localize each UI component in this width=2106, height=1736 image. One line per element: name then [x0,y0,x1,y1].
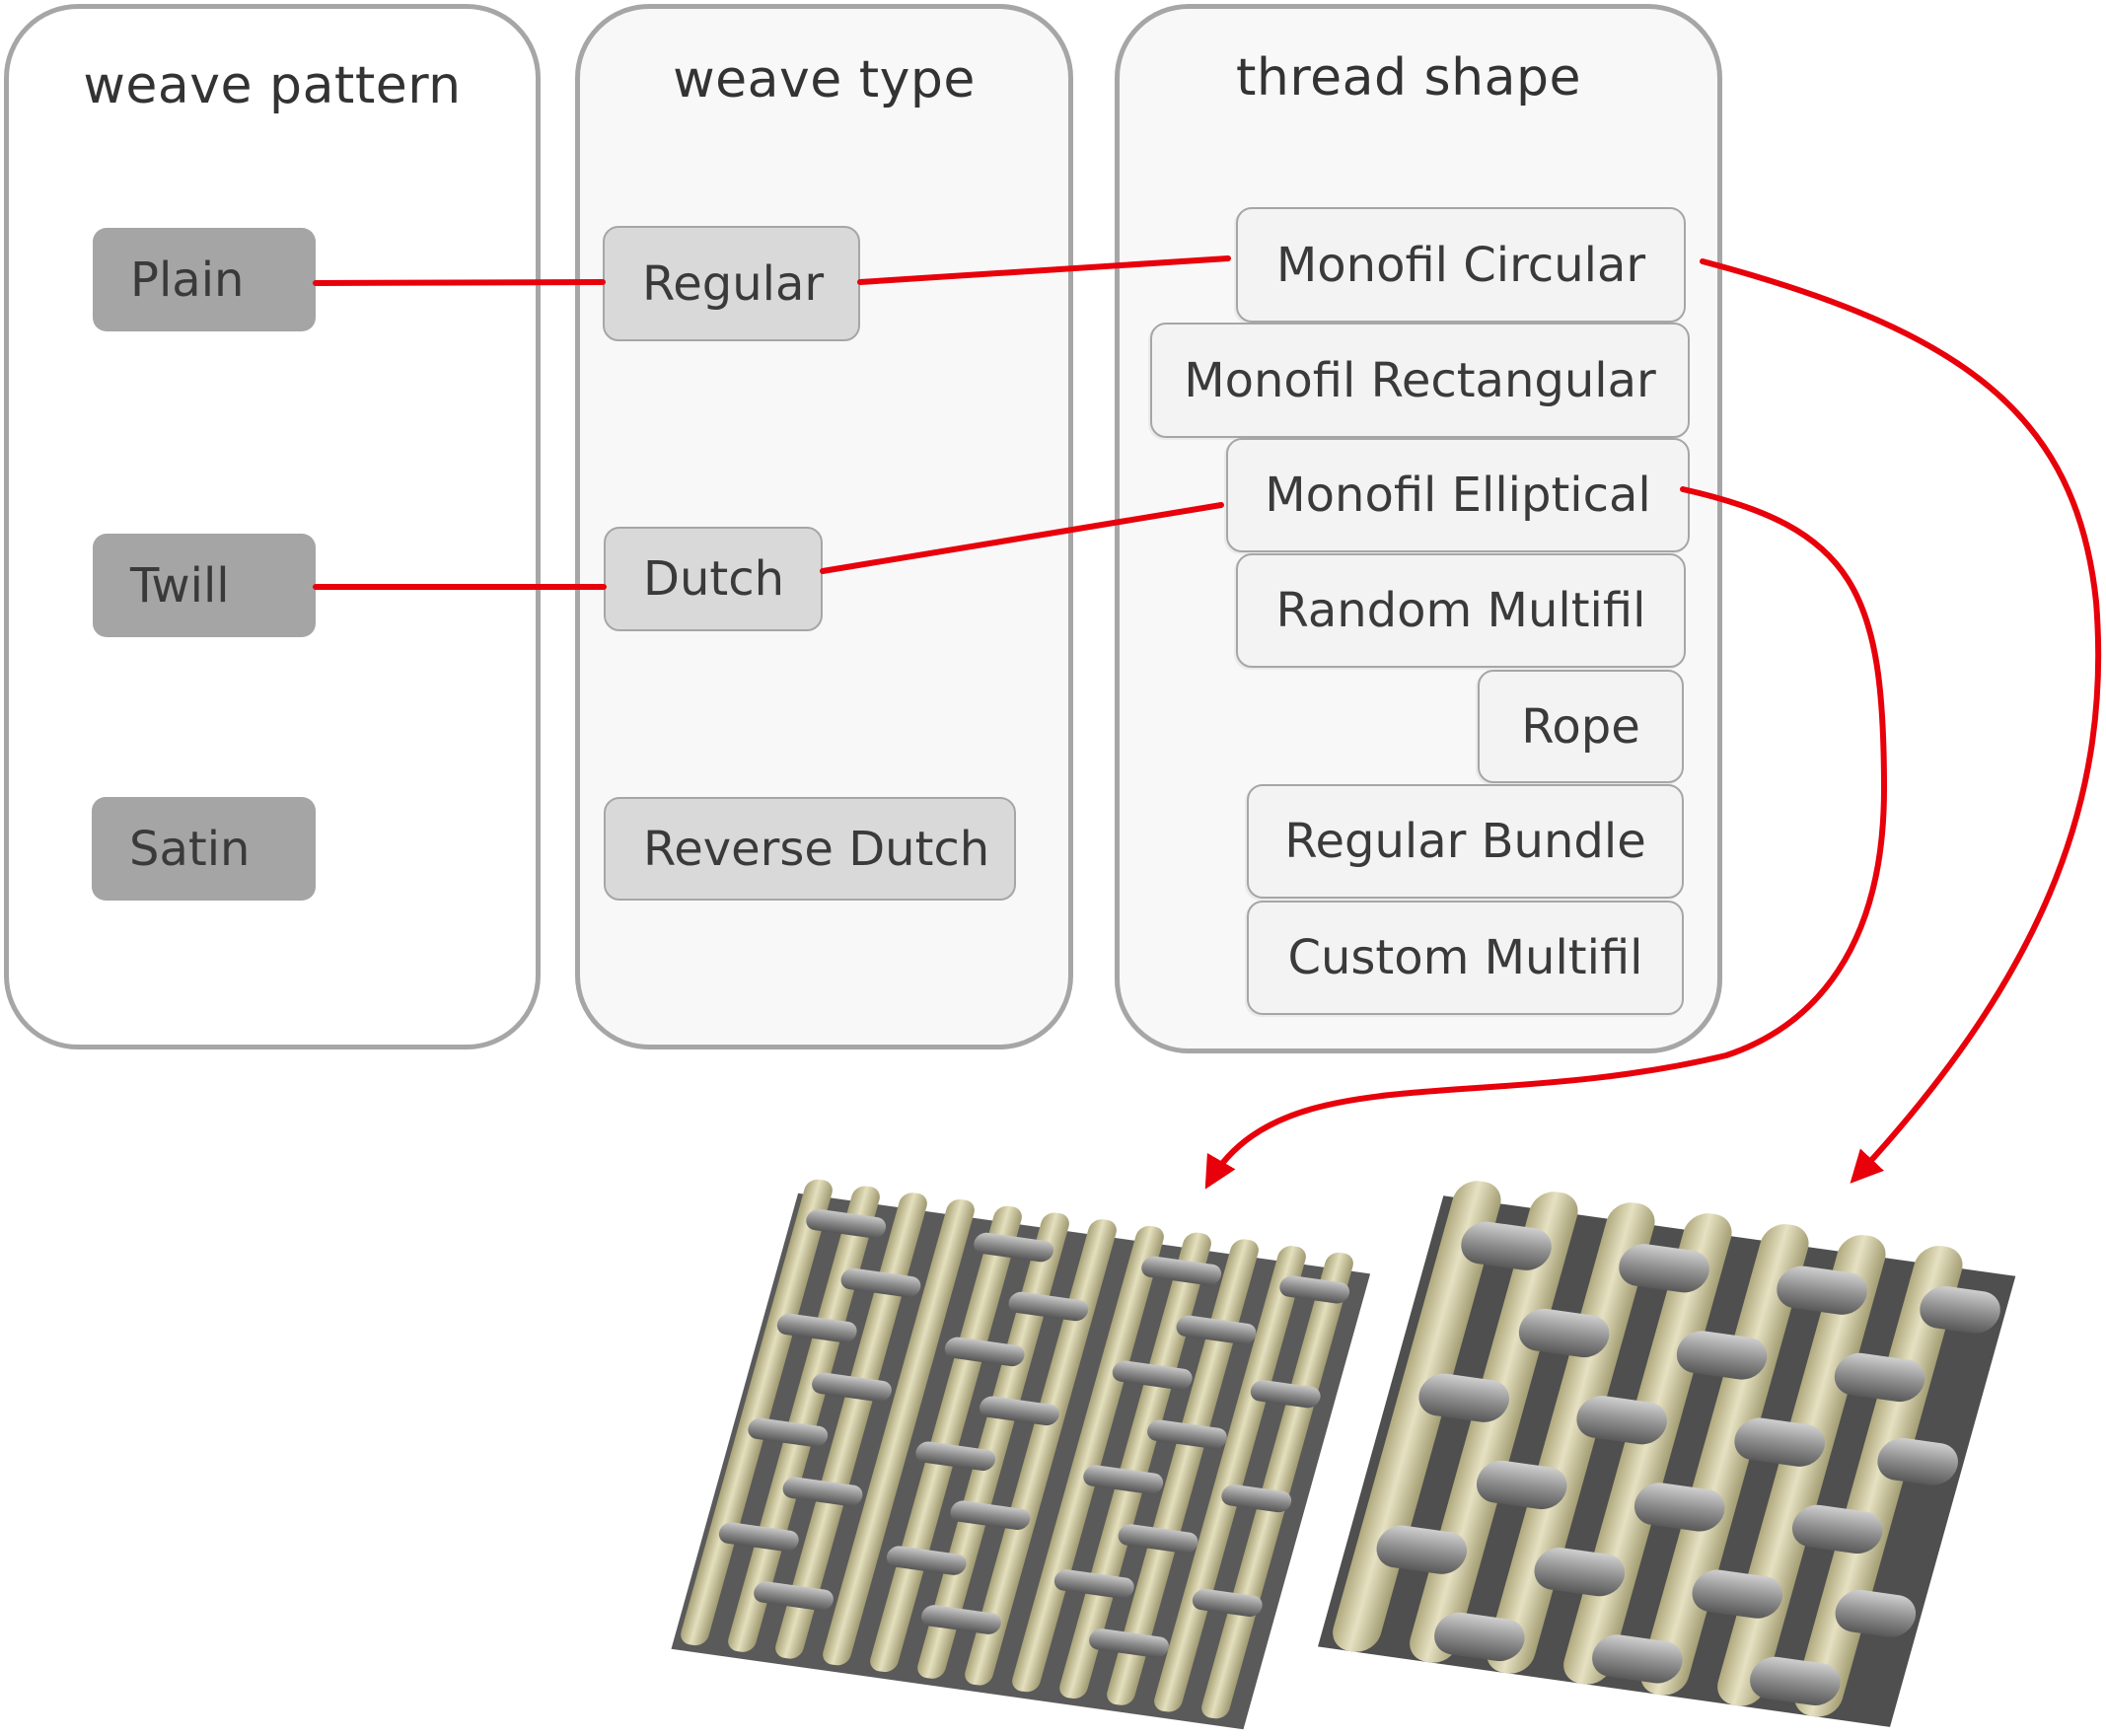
node-monofil-elliptical[interactable]: Monofil Elliptical [1226,438,1690,552]
node-dutch[interactable]: Dutch [604,527,823,631]
node-rope[interactable]: Rope [1478,670,1684,783]
connector-regular-circular [857,255,1231,285]
weave-pattern-title: weave pattern [83,56,462,115]
node-satin[interactable]: Satin [92,797,316,901]
node-twill[interactable]: Twill [93,534,316,637]
connector-dutch-elliptical [820,502,1224,574]
weave-type-title: weave type [673,50,976,109]
weft-threads [718,1208,1350,1658]
connector-plain-regular [313,279,606,286]
node-reverse-dutch[interactable]: Reverse Dutch [604,797,1016,901]
node-regular-bundle[interactable]: Regular Bundle [1247,784,1684,899]
node-random-multifil[interactable]: Random Multifil [1236,553,1686,668]
node-monofil-circular[interactable]: Monofil Circular [1236,207,1686,323]
thread-shape-title: thread shape [1236,48,1581,108]
node-plain[interactable]: Plain [93,228,316,331]
weft-threads-2 [1376,1221,2000,1706]
arrow-elliptical-to-render [1204,486,1888,1190]
arrow-circular-to-render [1700,258,2102,1184]
node-monofil-rectangular[interactable]: Monofil Rectangular [1150,323,1690,438]
node-regular[interactable]: Regular [603,226,860,341]
node-custom-multifil[interactable]: Custom Multifil [1247,901,1684,1015]
